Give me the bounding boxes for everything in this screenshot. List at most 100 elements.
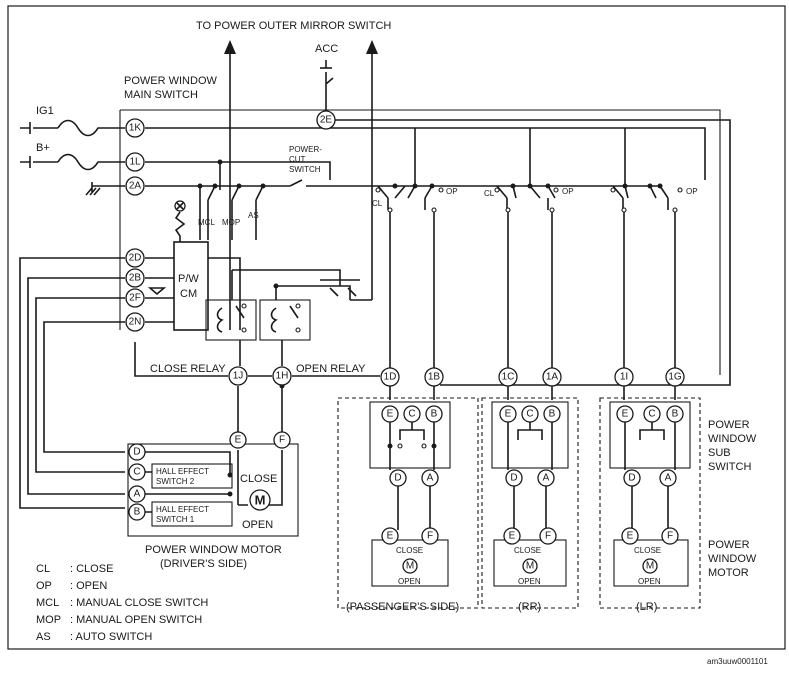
pass-pin-b: B	[431, 409, 438, 420]
mop-label: MOP	[222, 218, 240, 227]
rr-pin-c: C	[526, 409, 533, 420]
main-switch-label-2: MAIN SWITCH	[124, 89, 198, 101]
power-cut-label-1: POWER-	[289, 145, 322, 154]
passenger-cl: CL	[372, 199, 383, 208]
pin-2N: 2N	[129, 317, 142, 328]
pwcm-label-1: P/W	[178, 273, 199, 285]
lr-pin-c: C	[648, 409, 655, 420]
pin-1D: 1D	[384, 372, 397, 383]
sub-switch-label-4: SWITCH	[708, 461, 751, 473]
pw-motor-label-3: MOTOR	[708, 567, 749, 579]
passenger-op: OP	[446, 187, 458, 196]
ig1-label: IG1	[36, 105, 54, 117]
hall2-label-2: SWITCH 2	[156, 477, 195, 486]
bplus-label: B+	[36, 142, 50, 154]
pin-1C: 1C	[502, 372, 515, 383]
pass-pin-d: D	[394, 473, 401, 484]
hall1-label-1: HALL EFFECT	[156, 505, 209, 514]
lr-pin-b: B	[672, 409, 679, 420]
pass-m: M	[406, 561, 414, 572]
legend-text-mop: : MANUAL OPEN SWITCH	[70, 614, 202, 626]
passenger-block: CL OP E C B D A E F CLOSE M OPEN (PASSEN…	[337, 183, 479, 613]
mirror-switch-label: TO POWER OUTER MIRROR SWITCH	[196, 20, 391, 32]
pin-1K: 1K	[129, 123, 142, 134]
rr-m: M	[526, 561, 534, 572]
sub-switch-label-2: WINDOW	[708, 433, 757, 445]
lr-motor-e: E	[627, 531, 634, 542]
pass-motor-e: E	[387, 531, 394, 542]
rr-open: OPEN	[518, 577, 541, 586]
pin-2F: 2F	[129, 293, 141, 304]
pin-1B: 1B	[428, 372, 441, 383]
pin-2D: 2D	[129, 253, 142, 264]
lr-op: OP	[686, 187, 698, 196]
mcl-label: MCL	[198, 218, 215, 227]
lr-open: OPEN	[638, 577, 661, 586]
driver-pin-a: A	[134, 489, 141, 500]
sub-switch-label-1: POWER	[708, 419, 750, 431]
pass-close: CLOSE	[396, 546, 423, 555]
rr-pin-e: E	[505, 409, 512, 420]
pin-2E: 2E	[320, 115, 333, 126]
pass-open: OPEN	[398, 577, 421, 586]
legend-text-as: : AUTO SWITCH	[70, 631, 152, 643]
pass-motor-f: F	[427, 531, 433, 542]
rr-motor-e: E	[509, 531, 516, 542]
lr-label: (LR)	[636, 601, 657, 613]
pw-motor-label-1: POWER	[708, 539, 750, 551]
main-switch-label-1: POWER WINDOW	[124, 75, 217, 87]
rr-motor-f: F	[545, 531, 551, 542]
pin-1J: 1J	[233, 371, 244, 382]
driver-pin-b: B	[134, 507, 141, 518]
passenger-label: (PASSENGER'S SIDE)	[346, 601, 459, 613]
legend-abbr-as: AS	[36, 631, 51, 643]
legend-abbr-op: OP	[36, 580, 52, 592]
legend-abbr-cl: CL	[36, 563, 50, 575]
pwcm-label-2: CM	[180, 288, 197, 300]
lr-pin-e: E	[622, 409, 629, 420]
driver-motor-label-2: (DRIVER'S SIDE)	[160, 558, 247, 570]
driver-close-label: CLOSE	[240, 473, 277, 485]
legend-abbr-mcl: MCL	[36, 597, 59, 609]
pin-2B: 2B	[129, 273, 142, 284]
power-cut-label-3: SWITCH	[289, 165, 321, 174]
pass-pin-e: E	[387, 409, 394, 420]
rr-pin-d: D	[510, 473, 517, 484]
legend-abbr-mop: MOP	[36, 614, 61, 626]
driver-open-label: OPEN	[242, 519, 273, 531]
driver-pin-f: F	[279, 435, 285, 446]
legend-text-cl: : CLOSE	[70, 563, 113, 575]
power-cut-label-2: CUT	[289, 155, 306, 164]
rr-cl: CL	[484, 189, 495, 198]
pin-1G: 1G	[668, 372, 682, 383]
sub-switch-label-3: SUB	[708, 447, 731, 459]
legend: CL : CLOSE OP : OPEN MCL : MANUAL CLOSE …	[36, 563, 208, 643]
rr-pin-a: A	[543, 473, 550, 484]
driver-motor-label-1: POWER WINDOW MOTOR	[145, 544, 282, 556]
pass-pin-c: C	[408, 409, 415, 420]
pin-2A: 2A	[129, 181, 142, 192]
pin-1H: 1H	[276, 371, 289, 382]
rr-pin-b: B	[549, 409, 556, 420]
lr-pin-a: A	[665, 473, 672, 484]
pin-1I: 1I	[620, 372, 628, 383]
legend-text-mcl: : MANUAL CLOSE SWITCH	[70, 597, 208, 609]
driver-pin-c: C	[133, 467, 140, 478]
acc-label: ACC	[315, 43, 338, 55]
pin-1L: 1L	[129, 157, 141, 168]
close-relay-label: CLOSE RELAY	[150, 363, 226, 375]
lr-m: M	[646, 561, 654, 572]
hall2-label-1: HALL EFFECT	[156, 467, 209, 476]
lr-block: OP E C B D A E F CLOSE M OPEN (LR)	[599, 183, 701, 613]
driver-motor-m: M	[255, 493, 266, 508]
rr-block: CL OP E C B D A E F CLOSE M OPEN (RR)	[481, 183, 579, 613]
image-code: am3uuw0001101	[707, 657, 768, 666]
lr-close: CLOSE	[634, 546, 661, 555]
pw-motor-label-2: WINDOW	[708, 553, 757, 565]
legend-text-op: : OPEN	[70, 580, 107, 592]
rr-close: CLOSE	[514, 546, 541, 555]
rr-op: OP	[562, 187, 574, 196]
lr-pin-d: D	[628, 473, 635, 484]
pin-1A: 1A	[546, 372, 559, 383]
